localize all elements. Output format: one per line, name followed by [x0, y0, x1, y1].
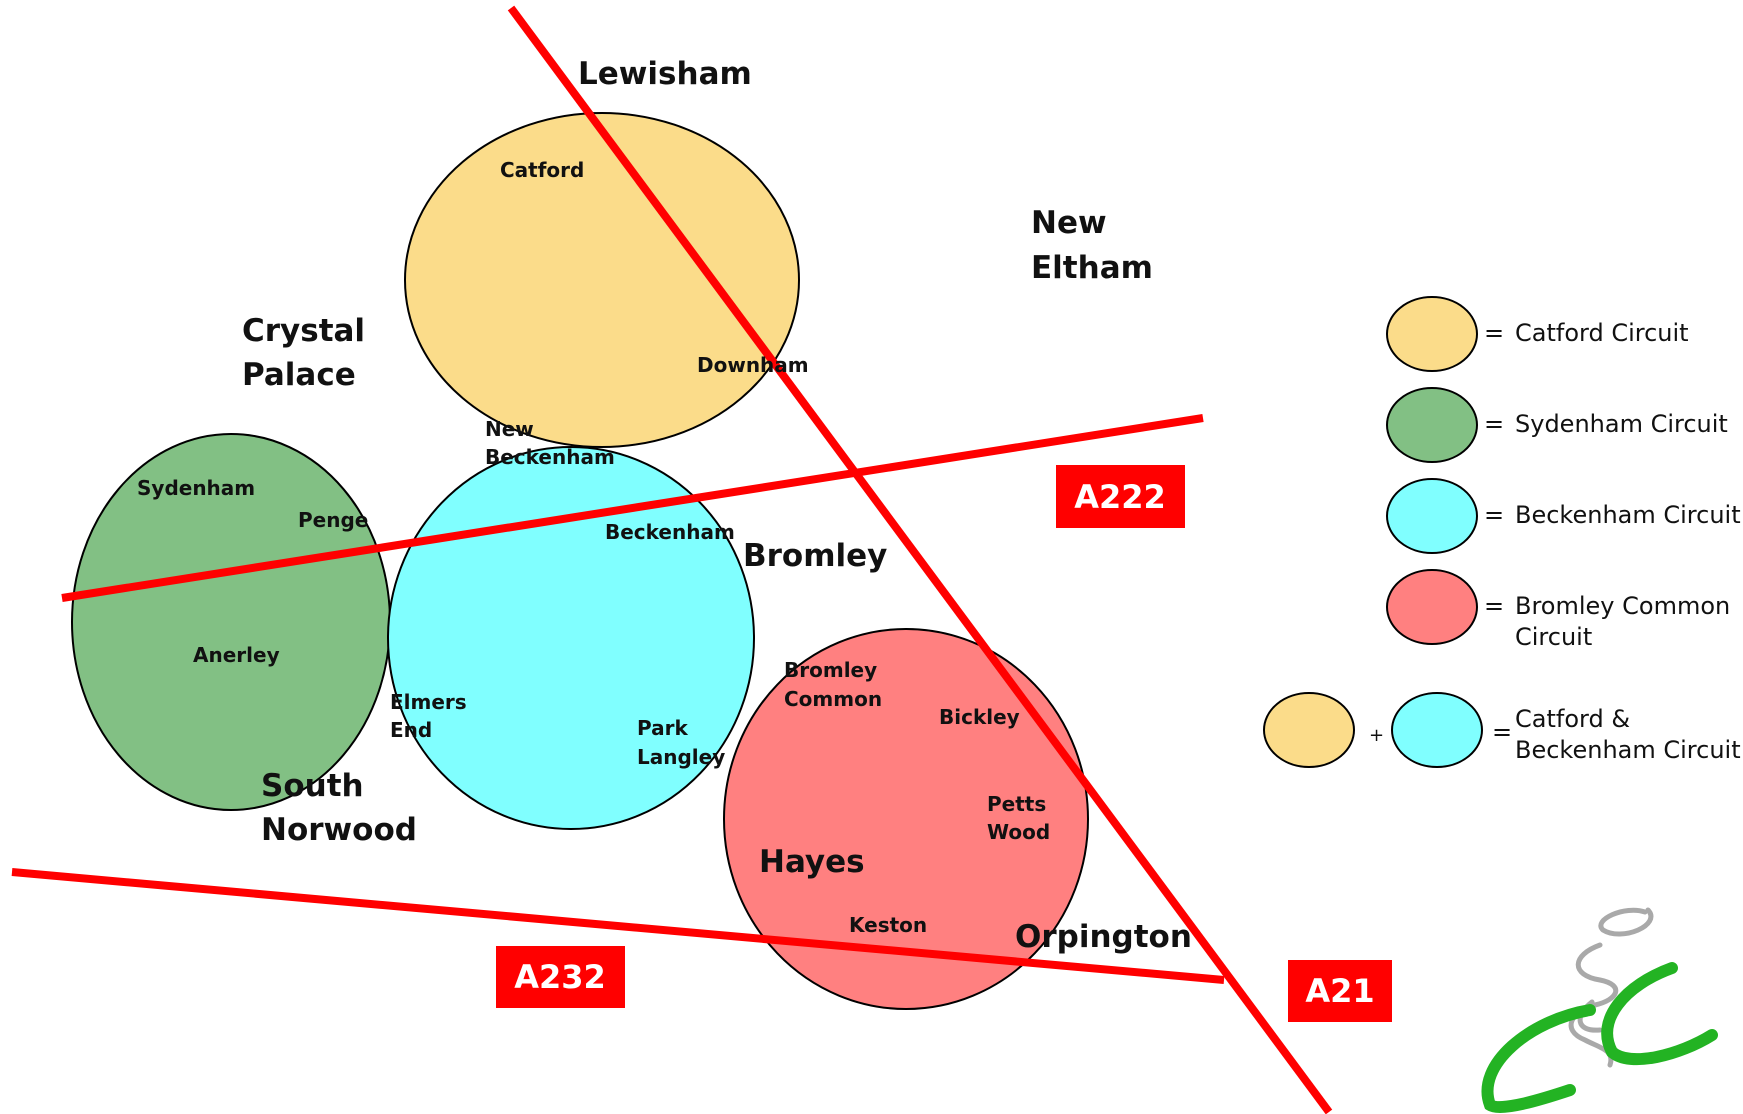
legend-combined-label-line1: Catford &	[1515, 705, 1630, 733]
place-bickley: Bickley	[939, 705, 1020, 729]
place-new-eltham-line1: New	[1031, 205, 1107, 241]
place-crystal-palace-line1: Crystal	[242, 313, 365, 349]
legend-combined-plus: +	[1369, 725, 1384, 746]
legend-catford-label: Catford Circuit	[1515, 319, 1689, 347]
a232-label-box	[496, 946, 625, 1008]
place-keston: Keston	[849, 913, 927, 937]
a21-label-box	[1288, 960, 1392, 1022]
legend-catford-swatch	[1386, 296, 1478, 372]
a232-road-line	[11, 868, 1225, 984]
a222-label: A222	[1074, 478, 1166, 516]
logo-right-c	[1601, 962, 1718, 1066]
a21-road-line	[507, 5, 1333, 1114]
place-sydenham: Sydenham	[137, 476, 255, 500]
legend-combined-label-line2: Beckenham Circuit	[1515, 736, 1741, 764]
place-bromley-common-line2: Common	[784, 687, 882, 711]
place-downham: Downham	[697, 353, 809, 377]
place-elmers-end-line2: End	[390, 718, 432, 742]
place-anerley: Anerley	[193, 643, 280, 667]
place-beckenham: Beckenham	[605, 520, 735, 544]
a222-road-line	[61, 414, 1204, 602]
legend-bromley-common-label-line2: Circuit	[1515, 623, 1592, 651]
legend: = Catford Circuit = Sydenham Circuit = B…	[1263, 296, 1741, 768]
legend-sydenham-label: Sydenham Circuit	[1515, 410, 1728, 438]
legend-beckenham-label: Beckenham Circuit	[1515, 501, 1741, 529]
place-orpington: Orpington	[1015, 919, 1192, 955]
place-hayes: Hayes	[759, 844, 865, 880]
place-bromley: Bromley	[743, 538, 887, 574]
place-new-beckenham-line2: Beckenham	[485, 445, 615, 469]
a232-label: A232	[514, 958, 606, 996]
legend-bromley-common-swatch	[1386, 569, 1478, 645]
legend-bromley-common-label-line1: Bromley Common	[1515, 592, 1730, 620]
place-petts-wood-line2: Wood	[987, 820, 1050, 844]
legend-combined-equals: =	[1492, 718, 1512, 746]
legend-combined-swatch-beckenham	[1391, 692, 1483, 768]
place-catford: Catford	[500, 158, 584, 182]
legend-beckenham-swatch	[1386, 478, 1478, 554]
legend-sydenham-equals: =	[1484, 410, 1504, 438]
place-new-beckenham-line1: New	[485, 417, 534, 441]
legend-beckenham-equals: =	[1484, 501, 1504, 529]
place-bromley-common-line1: Bromley	[784, 658, 877, 682]
a21-label: A21	[1305, 972, 1374, 1010]
legend-combined-swatch-catford	[1263, 692, 1355, 768]
place-petts-wood-line1: Petts	[987, 792, 1046, 816]
place-park-langley-line1: Park	[637, 716, 688, 740]
cyclist-logo-icon	[1481, 907, 1718, 1114]
place-penge: Penge	[298, 508, 368, 532]
legend-bromley-common-equals: =	[1484, 592, 1504, 620]
bromley-common-circuit-area	[723, 628, 1089, 1010]
place-park-langley-line2: Langley	[637, 745, 725, 769]
legend-catford-equals: =	[1484, 319, 1504, 347]
catford-circuit-area	[404, 112, 800, 448]
legend-sydenham-swatch	[1386, 387, 1478, 463]
a222-label-box	[1056, 465, 1185, 528]
place-elmers-end-line1: Elmers	[390, 690, 467, 714]
place-lewisham: Lewisham	[578, 56, 752, 92]
logo-left-c	[1481, 1004, 1596, 1114]
beckenham-circuit-area	[387, 446, 755, 830]
place-crystal-palace-line2: Palace	[242, 357, 356, 393]
place-new-eltham-line2: Eltham	[1031, 250, 1153, 286]
place-south-norwood-line1: South	[261, 768, 364, 804]
place-south-norwood-line2: Norwood	[261, 812, 417, 848]
